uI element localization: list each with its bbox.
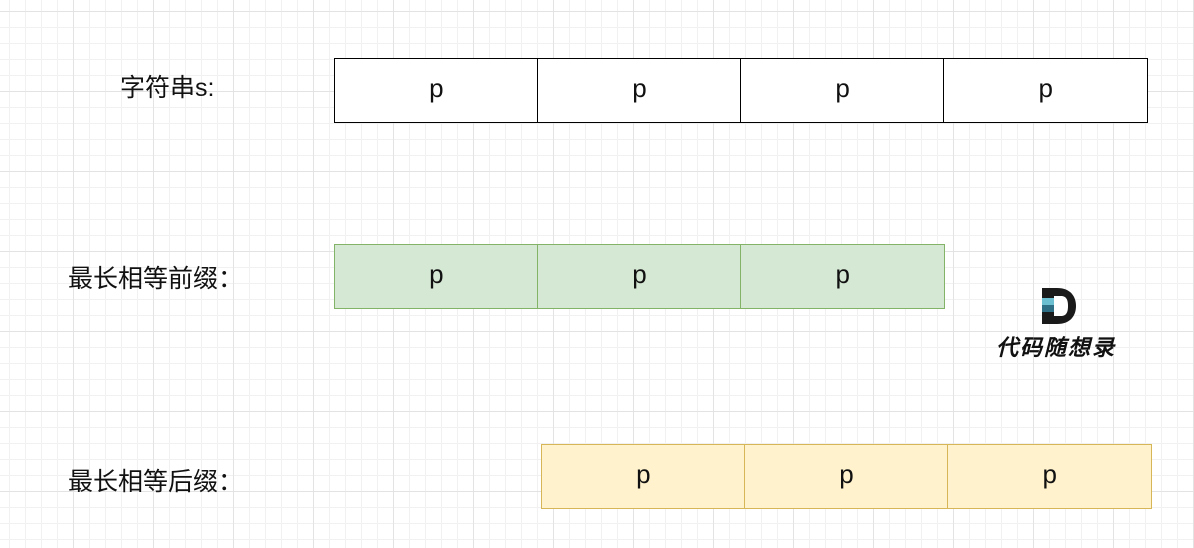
longest-prefix-cells: p p p (334, 244, 946, 309)
string-s-cell: p (740, 58, 945, 123)
string-s-cell: p (943, 58, 1148, 123)
label-string-s: 字符串s: (120, 74, 215, 102)
longest-suffix-cells: p p p (541, 444, 1153, 509)
suffix-cell: p (947, 444, 1153, 509)
letter-d-logo-icon (1042, 288, 1076, 324)
label-longest-prefix: 最长相等前缀： (68, 265, 244, 293)
prefix-cell: p (334, 244, 539, 309)
logo: 代码随想录 (986, 286, 1126, 361)
string-s-cell: p (334, 58, 539, 123)
suffix-cell: p (744, 444, 949, 509)
prefix-cell: p (740, 244, 946, 309)
suffix-cell: p (541, 444, 746, 509)
label-longest-suffix: 最长相等后缀： (68, 468, 244, 496)
logo-text: 代码随想录 (995, 335, 1116, 361)
string-s-cell: p (537, 58, 742, 123)
prefix-cell: p (537, 244, 742, 309)
string-s-cells: p p p p (334, 58, 1148, 123)
